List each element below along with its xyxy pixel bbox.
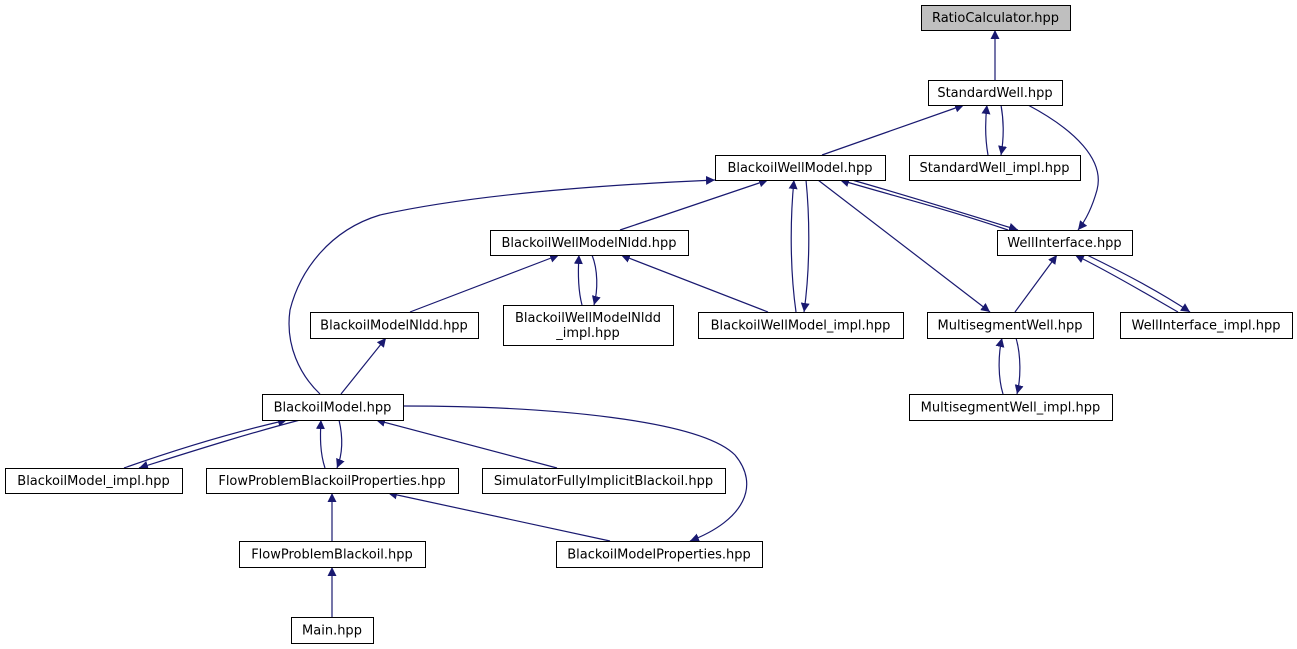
node-label: RatioCalculator.hpp — [932, 11, 1059, 26]
node-label: WellInterface_impl.hpp — [1131, 319, 1280, 334]
edge-stdwell_impl-to-stdwell — [981, 104, 991, 156]
node-wellif_impl[interactable]: WellInterface_impl.hpp — [1120, 312, 1293, 339]
edge-bwmnldd-to-bwm — [619, 178, 769, 231]
node-wellif[interactable]: WellInterface.hpp — [997, 230, 1133, 256]
node-label: Main.hpp — [302, 624, 362, 639]
node-box — [239, 541, 426, 568]
node-box — [490, 230, 689, 256]
edge-bm-to-fpbp — [336, 419, 345, 469]
node-label: BlackoilModel_impl.hpp — [17, 474, 169, 489]
node-bwm[interactable]: BlackoilWellModel.hpp — [715, 155, 886, 181]
edges — [123, 30, 1191, 617]
node-label: BlackoilModelProperties.hpp — [567, 548, 751, 563]
node-bm_impl[interactable]: BlackoilModel_impl.hpp — [5, 468, 183, 494]
edge-fpbp-to-bm — [315, 419, 326, 469]
node-label: BlackoilModel.hpp — [274, 401, 392, 416]
node-box — [909, 155, 1081, 181]
node-ratio[interactable]: RatioCalculator.hpp — [921, 5, 1071, 31]
node-label: StandardWell.hpp — [937, 86, 1052, 101]
node-box — [1120, 312, 1293, 339]
node-bwm_impl[interactable]: BlackoilWellModel_impl.hpp — [698, 312, 904, 339]
edge-bm-to-bwm — [288, 175, 716, 395]
node-label: FlowProblemBlackoilProperties.hpp — [218, 474, 445, 489]
edge-msw_impl-to-msw — [995, 337, 1005, 395]
edge-msw-to-msw_impl — [1014, 337, 1024, 395]
node-label: BlackoilWellModel.hpp — [727, 161, 872, 176]
node-box — [909, 394, 1113, 421]
node-label: MultisegmentWell_impl.hpp — [921, 401, 1101, 416]
node-label: MultisegmentWell.hpp — [938, 319, 1083, 334]
node-sfib[interactable]: SimulatorFullyImplicitBlackoil.hpp — [482, 468, 726, 494]
node-msw[interactable]: MultisegmentWell.hpp — [927, 312, 1094, 339]
edge-bwm_impl-to-bwmnldd — [620, 254, 769, 313]
edge-bmnldd-to-bwmnldd — [409, 254, 560, 313]
nodes: RatioCalculator.hppStandardWell.hppBlack… — [5, 5, 1293, 644]
edge-bwm-to-bwm_impl — [800, 179, 810, 313]
edge-stdwell-to-stdwell_impl — [998, 104, 1007, 156]
edge-wellif-to-bwm — [839, 178, 1009, 231]
node-label: BlackoilWellModel_impl.hpp — [711, 319, 891, 334]
node-box — [698, 312, 904, 339]
node-main[interactable]: Main.hpp — [291, 617, 374, 644]
edge-bwm-to-stdwell — [821, 103, 965, 156]
node-bwmnldd[interactable]: BlackoilWellModelNldd.hpp — [490, 230, 689, 256]
edge-wellif_impl-to-wellif — [1074, 254, 1179, 313]
node-stdwell_impl[interactable]: StandardWell_impl.hpp — [909, 155, 1081, 181]
edge-bwmnldd-to-bwmnldd_impl — [591, 254, 601, 306]
node-box — [5, 468, 183, 494]
edge-msw-to-wellif — [1014, 254, 1058, 313]
node-label: FlowProblemBlackoil.hpp — [251, 548, 413, 563]
node-bwmnldd_impl[interactable]: BlackoilWellModelNldd_impl.hpp — [503, 305, 674, 346]
node-bmp[interactable]: BlackoilModelProperties.hpp — [556, 541, 763, 568]
node-box — [921, 5, 1071, 31]
node-label: SimulatorFullyImplicitBlackoil.hpp — [494, 474, 713, 489]
edge-bwmnldd_impl-to-bwmnldd — [573, 254, 583, 306]
node-box — [927, 312, 1094, 339]
node-label: BlackoilModelNldd.hpp — [320, 319, 468, 334]
node-fpb[interactable]: FlowProblemBlackoil.hpp — [239, 541, 426, 568]
node-box — [556, 541, 763, 568]
node-box — [503, 305, 674, 346]
edge-bmp-to-fpbp — [387, 490, 611, 542]
node-label: BlackoilWellModelNldd.hpp — [502, 236, 677, 251]
node-label: WellInterface.hpp — [1007, 236, 1121, 251]
node-label: BlackoilWellModelNldd_impl.hpp — [515, 311, 661, 341]
edge-bm-to-bmp — [402, 405, 748, 542]
node-bm[interactable]: BlackoilModel.hpp — [262, 394, 404, 421]
edge-bm-to-bmnldd — [340, 337, 387, 395]
node-box — [262, 394, 404, 421]
node-bmnldd[interactable]: BlackoilModelNldd.hpp — [310, 312, 479, 339]
edge-bwm_impl-to-bwm — [788, 179, 798, 313]
node-box — [310, 312, 479, 339]
edge-bm-to-bm_impl — [138, 419, 301, 470]
edge-bm_impl-to-bm — [123, 417, 288, 469]
node-box — [997, 230, 1133, 256]
node-box — [928, 80, 1063, 106]
edge-sfib-to-bm — [375, 417, 558, 469]
edge-bwm-to-wellif — [851, 179, 1019, 232]
node-box — [715, 155, 886, 181]
node-label: StandardWell_impl.hpp — [920, 161, 1070, 176]
node-msw_impl[interactable]: MultisegmentWell_impl.hpp — [909, 394, 1113, 421]
node-box — [482, 468, 726, 494]
node-stdwell[interactable]: StandardWell.hpp — [928, 80, 1063, 106]
node-box — [206, 468, 459, 494]
edge-stdwell-to-wellif — [1027, 104, 1099, 231]
edge-wellif-to-wellif_impl — [1086, 254, 1191, 313]
edge-bwm-to-msw — [817, 179, 991, 313]
node-box — [291, 617, 374, 644]
node-fpbp[interactable]: FlowProblemBlackoilProperties.hpp — [206, 468, 459, 494]
